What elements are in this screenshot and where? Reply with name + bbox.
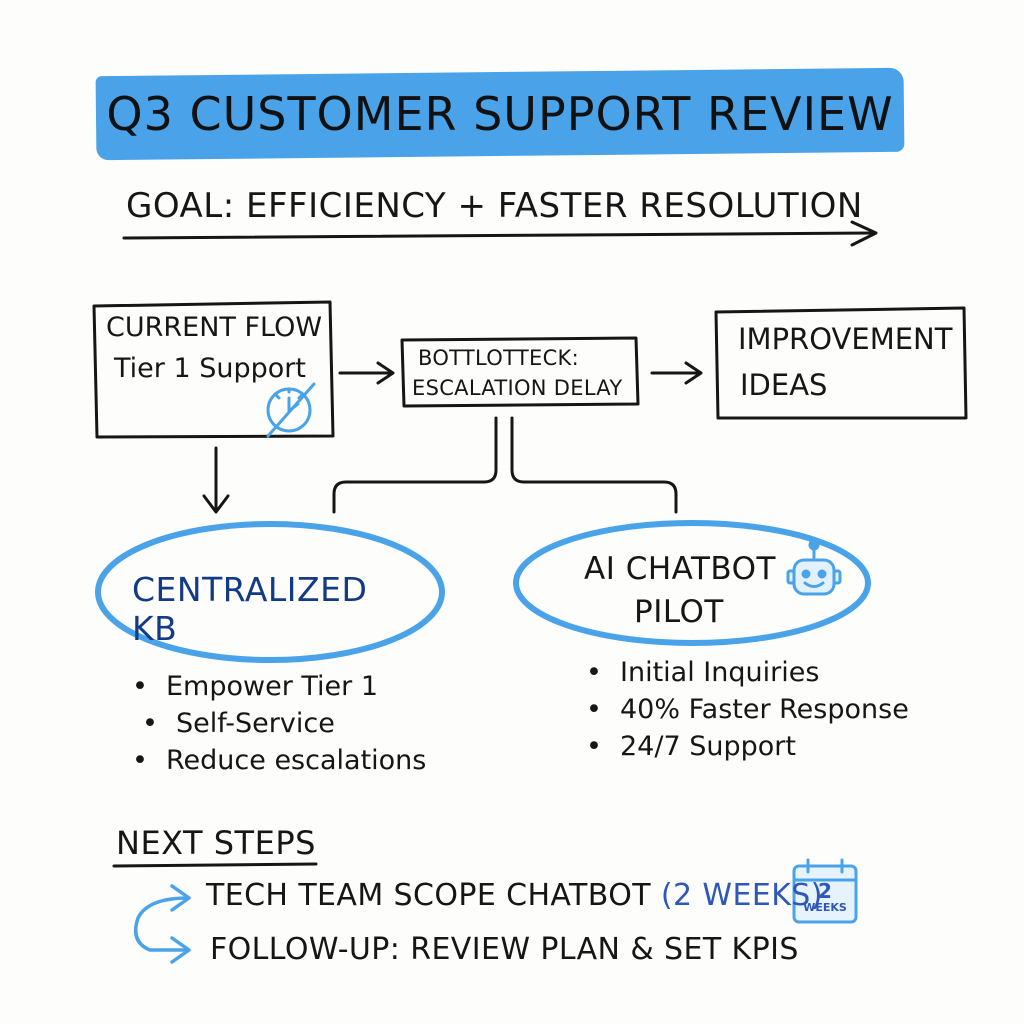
improvement-title: IMPROVEMENT	[738, 322, 953, 356]
bottleneck-label: BOTTLOTTECK:	[418, 346, 579, 370]
improvement-box	[714, 306, 968, 420]
calendar-label: WEEKS	[803, 901, 847, 914]
chatbot-bullet-list: Initial Inquiries 40% Faster Response 24…	[586, 654, 909, 765]
list-item: 40% Faster Response	[586, 691, 909, 728]
page-title: Q3 CUSTOMER SUPPORT REVIEW	[106, 87, 894, 141]
connector-to-chatbot	[510, 416, 678, 514]
list-item: Reduce escalations	[132, 742, 426, 779]
current-flow-title: CURRENT FLOW	[106, 312, 323, 343]
chatbot-label-line2: PILOT	[634, 594, 724, 630]
bottleneck-box	[400, 336, 640, 408]
improvement-subtitle: IDEAS	[740, 368, 828, 402]
next-step-1: TECH TEAM SCOPE CHATBOT (2 WEEKS)	[206, 878, 823, 913]
chatbot-label-line1: AI CHATBOT	[584, 551, 776, 587]
list-item: Initial Inquiries	[586, 654, 909, 691]
bottleneck-detail: ESCALATION DELAY	[412, 376, 623, 400]
calendar-number: 2	[818, 879, 832, 903]
kb-oval	[95, 521, 445, 663]
goal-arrow-head	[850, 220, 878, 247]
next-step-2: FOLLOW-UP: REVIEW PLAN & SET KPIS	[210, 932, 799, 967]
next-steps-underline	[112, 862, 318, 868]
kb-label: CENTRALIZED KB	[132, 570, 368, 648]
list-item: 24/7 Support	[586, 728, 909, 765]
kb-bullet-list: Empower Tier 1 Self-Service Reduce escal…	[132, 668, 426, 779]
next-step-1-duration: (2 WEEKS)	[660, 878, 823, 913]
next-steps-title: NEXT STEPS	[116, 824, 316, 862]
chatbot-oval	[513, 520, 871, 646]
current-flow-subtitle: Tier 1 Support	[114, 353, 306, 384]
current-flow-box	[92, 300, 335, 439]
clock-slashed-icon	[266, 382, 316, 438]
robot-icon	[786, 539, 842, 596]
list-item: Empower Tier 1	[132, 668, 426, 705]
list-item: Self-Service	[132, 705, 426, 742]
next-step-1-text: TECH TEAM SCOPE CHATBOT	[206, 878, 651, 913]
calendar-icon	[792, 858, 858, 924]
next-steps-arrows	[134, 884, 191, 964]
goal-statement: GOAL: EFFICIENCY + FASTER RESOLUTION	[126, 186, 863, 226]
connector-to-kb	[332, 416, 498, 514]
goal-arrow-line	[122, 231, 874, 240]
